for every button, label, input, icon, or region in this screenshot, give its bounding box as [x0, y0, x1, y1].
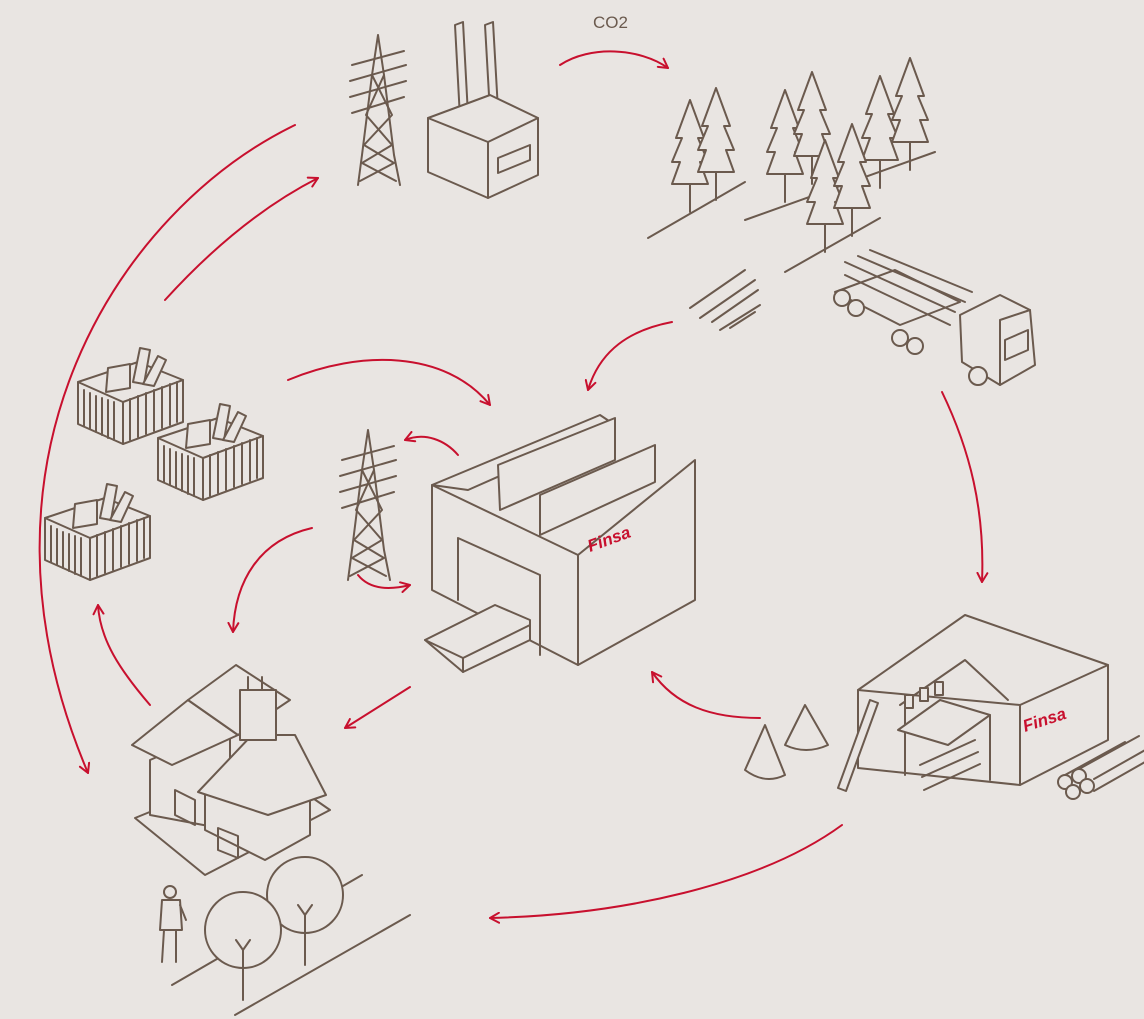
cycle-arrows [38, 50, 989, 924]
factory-pylon-icon [339, 429, 397, 581]
recycling-containers-illustration [44, 347, 264, 581]
sawmill-illustration: Finsa [744, 614, 1144, 800]
co2-label: CO2 [593, 13, 628, 32]
logging-truck-illustration [833, 249, 1036, 386]
power-plant-illustration [349, 21, 539, 199]
house-illustration [131, 664, 411, 1016]
person-icon [159, 885, 187, 963]
power-pylon-icon [349, 34, 407, 186]
forest-illustration [647, 57, 936, 273]
co2-arrow [559, 50, 669, 69]
branches-illustration [689, 269, 761, 331]
finsa-factory-illustration: Finsa [424, 414, 696, 673]
